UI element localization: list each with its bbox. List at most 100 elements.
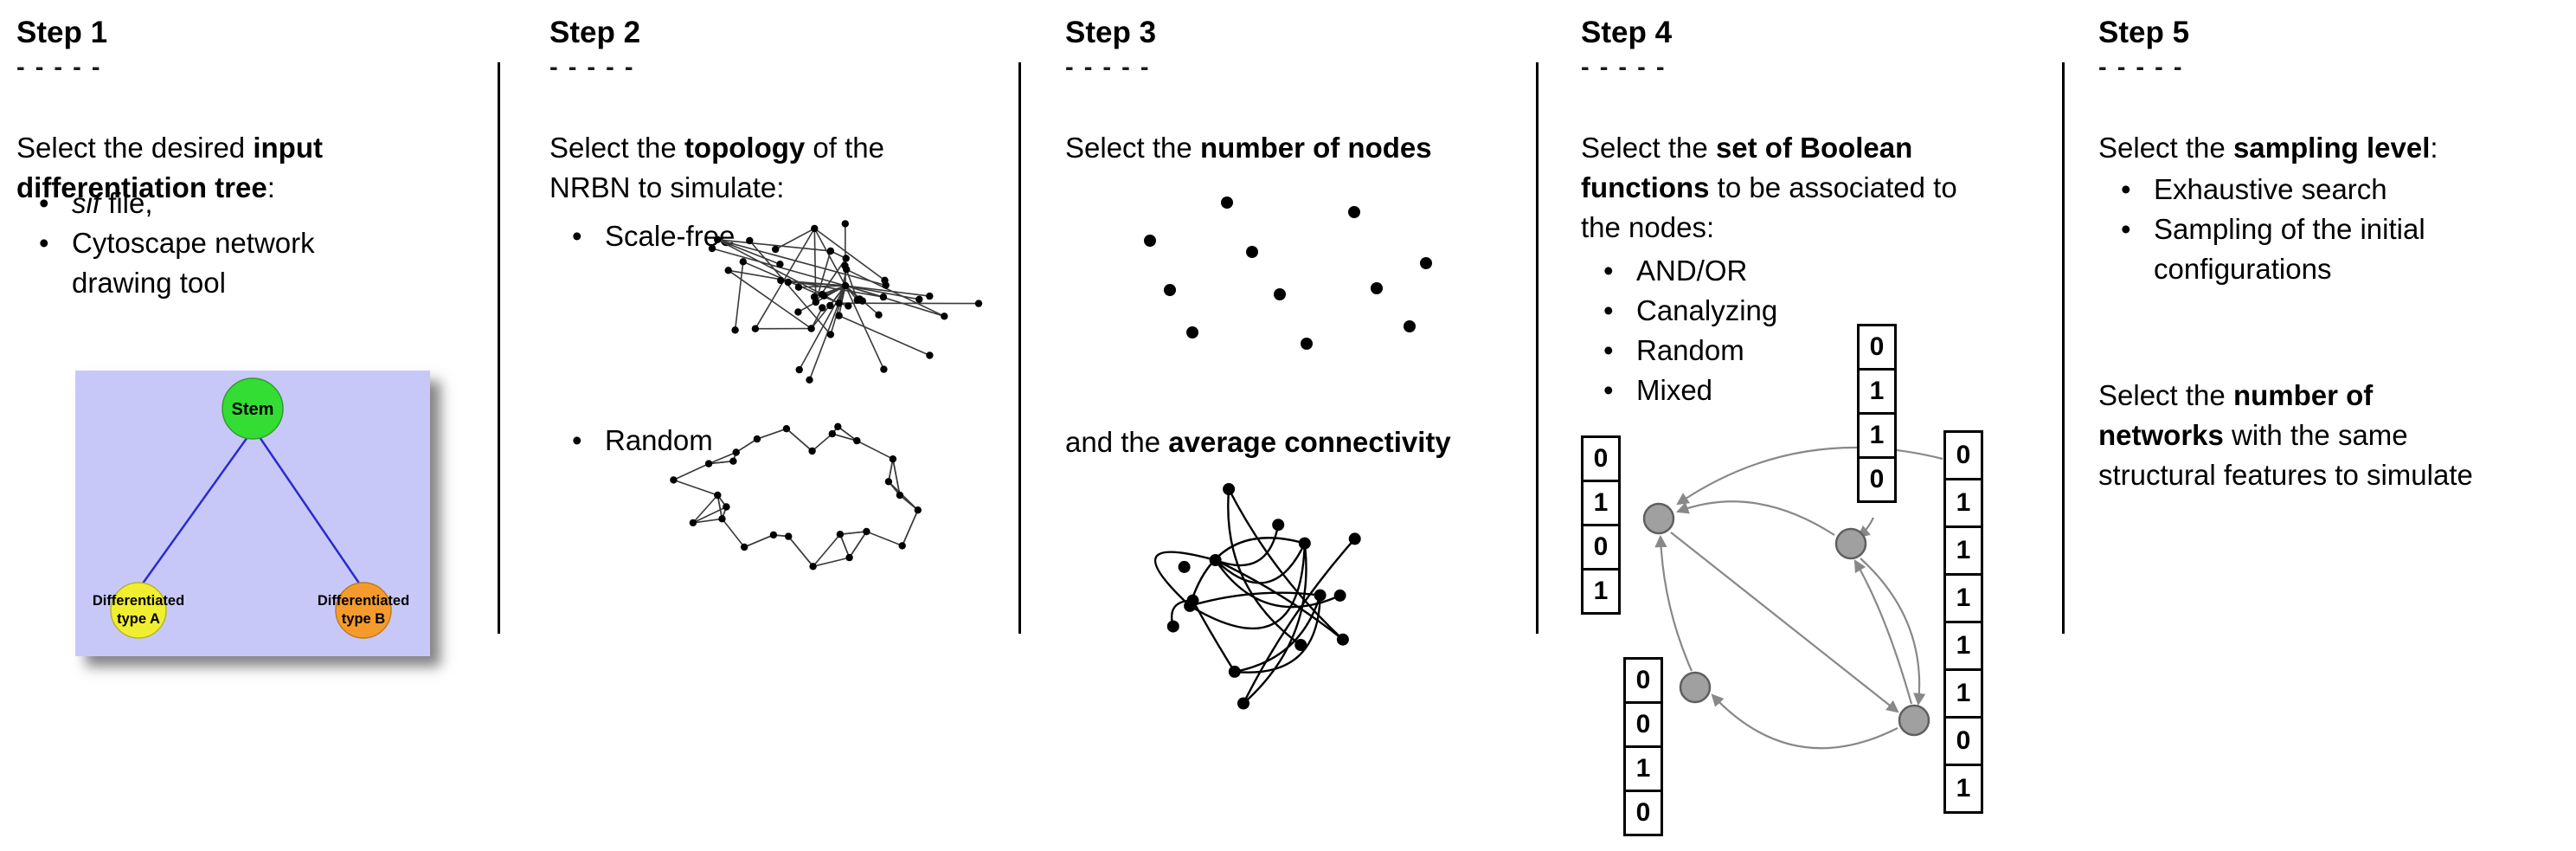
bullet-marker: • — [1603, 294, 1614, 326]
network-edge — [1676, 446, 1943, 506]
network-edge — [1227, 488, 1301, 646]
network-node — [835, 312, 843, 319]
differentiation-tree-illustration: Stem Differentiated type A Differentiate… — [75, 371, 430, 656]
text-line: Select the set of Boolean — [1581, 132, 1913, 164]
truth-table-cell: 1 — [1943, 621, 1983, 671]
truth-table-cell: 0 — [1623, 701, 1663, 748]
network-node — [708, 244, 716, 253]
network-edge — [692, 494, 718, 524]
network-edge — [1192, 600, 1236, 673]
network-node — [841, 220, 849, 228]
truth-table-cell: 0 — [1857, 324, 1897, 371]
column-divider — [498, 62, 500, 634]
bullet-item: •Mixed — [1581, 371, 1777, 410]
network-edge — [1243, 543, 1307, 705]
bullet-marker: • — [572, 424, 582, 456]
network-edge — [743, 534, 774, 548]
network-node — [732, 448, 740, 456]
network-node — [1246, 246, 1258, 258]
network-edge — [813, 557, 850, 568]
network-edge — [756, 428, 787, 440]
network-edge — [673, 462, 710, 481]
network-node — [1164, 284, 1176, 296]
type-a-label-line2: type A — [117, 611, 160, 627]
network-node — [841, 261, 849, 270]
text-line: functions to be associated to — [1581, 171, 1957, 203]
network-node — [845, 553, 853, 562]
network-node — [819, 290, 826, 299]
network-edge — [845, 285, 920, 300]
network-node — [898, 542, 906, 550]
network-node — [853, 436, 861, 445]
network-edge — [716, 494, 723, 519]
network-node — [842, 255, 850, 262]
network-node — [689, 519, 697, 527]
boolean-network-edges — [1654, 446, 1943, 750]
network-node — [807, 325, 815, 332]
network-node — [914, 506, 922, 514]
bullet-item: •Random — [1581, 331, 1777, 371]
network-node — [746, 236, 754, 245]
text-line: Mixed — [1636, 374, 1713, 406]
network-edge — [736, 438, 758, 454]
network-edge — [1214, 543, 1306, 584]
network-edge — [1215, 558, 1344, 641]
network-node — [811, 224, 819, 233]
network-node — [1274, 288, 1286, 300]
network-node — [834, 422, 842, 430]
step5-column: Step 5 - - - - - Select the sampling lev… — [2064, 0, 2576, 851]
boolean-node — [1834, 527, 1867, 560]
truth-table-cell: 0 — [1623, 790, 1663, 836]
type-a-node — [110, 582, 167, 639]
truth-table-cell: 0 — [1857, 456, 1897, 503]
network-node — [809, 563, 817, 571]
network-node — [772, 245, 780, 254]
text-line: NRBN to simulate: — [549, 171, 785, 203]
truth-table-cell: 1 — [1943, 478, 1983, 528]
network-edge — [829, 285, 846, 306]
column-divider — [1018, 62, 1021, 634]
step4-dashes: - - - - - — [1581, 54, 1667, 81]
network-edge — [812, 433, 833, 452]
network-node — [724, 267, 732, 274]
network-node — [753, 435, 761, 443]
tree-edge-b — [258, 436, 363, 588]
boolean-network-svg — [1642, 446, 1943, 750]
network-edge — [856, 440, 894, 460]
network-node — [782, 425, 791, 433]
truth-table-cell: 1 — [1943, 573, 1983, 623]
network-node — [1228, 665, 1241, 678]
network-node — [1301, 338, 1313, 350]
network-node — [1237, 697, 1249, 710]
step1-title: Step 1 — [16, 16, 108, 49]
network-node — [1166, 620, 1179, 633]
network-node — [718, 515, 726, 523]
network-edge — [1189, 543, 1306, 629]
network-edge — [1853, 559, 1913, 705]
boolean-network-nodes — [1642, 502, 1930, 737]
connectivity-network-illustration — [1153, 483, 1361, 710]
network-node — [731, 326, 739, 334]
network-edge — [716, 239, 781, 265]
network-node — [974, 300, 983, 307]
network-node — [819, 304, 826, 312]
step5-bullets: •Exhaustive search•Sampling of the initi… — [2098, 170, 2425, 289]
bullet-marker: • — [1603, 255, 1614, 287]
network-edge — [1654, 534, 1693, 672]
network-edge — [845, 269, 858, 300]
truth-table-cell: 0 — [1943, 430, 1983, 480]
network-node — [704, 460, 713, 467]
bullet-item: •sif file, — [16, 184, 315, 223]
truth-table-cell: 1 — [1581, 480, 1621, 526]
text-line: Random — [1636, 334, 1744, 366]
text-line: and the average connectivity — [1065, 426, 1451, 458]
bullet-marker: • — [39, 227, 49, 259]
truth-table-cell: 1 — [1857, 368, 1897, 415]
step5-title: Step 5 — [2098, 16, 2190, 49]
stem-node — [222, 377, 284, 440]
boolean-node — [1642, 502, 1675, 535]
truth-table-cell: 1 — [1623, 745, 1663, 792]
